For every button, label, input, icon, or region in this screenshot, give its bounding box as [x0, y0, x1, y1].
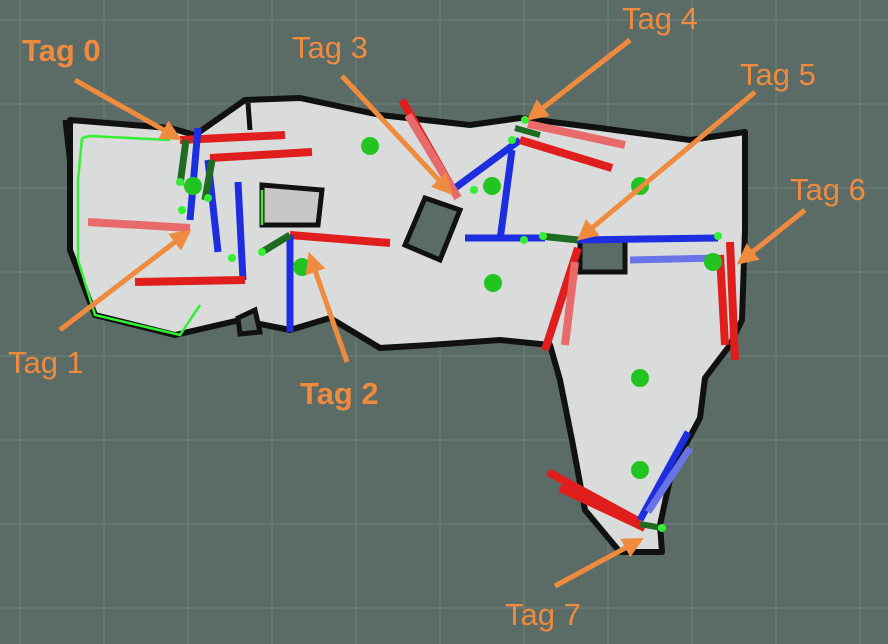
obstacle-top-notch [245, 102, 253, 131]
waypoint-node [361, 137, 379, 155]
frame-1-x-axis-2 [134, 276, 246, 286]
frame-4-x-axis [518, 136, 614, 172]
frame-6-x-axis [726, 241, 739, 361]
frame-7-y-axis-ghost [645, 446, 693, 514]
joint-dot [521, 116, 529, 124]
joint-dot [658, 524, 666, 532]
tag-1-arrow [58, 229, 192, 332]
tag-1-label: Tag 1 [8, 345, 84, 380]
annotation-arrows [58, 38, 807, 589]
frame-3-y-axis [452, 137, 523, 191]
tag-2-label: Tag 2 [300, 376, 379, 411]
frame-1-x-axis [87, 218, 191, 232]
waypoint-node [293, 258, 311, 276]
frame-4-y-axis [496, 149, 516, 241]
joint-dot [228, 254, 236, 262]
tag-2-arrow [305, 252, 350, 363]
joint-dot [539, 232, 547, 240]
waypoint-node [484, 274, 502, 292]
obstacle-lower-left-notch [235, 306, 264, 337]
frame-7-x-axis [546, 468, 642, 526]
tag-7-arrow [553, 537, 644, 589]
tag-7-label: Tag 7 [505, 597, 581, 632]
joint-dot [508, 136, 516, 144]
frame-6-x-axis-ghost [716, 254, 729, 346]
joint-dot [470, 186, 478, 194]
tag-0-label: Tag 0 [22, 33, 101, 68]
frame-0-x-axis-ghost [209, 148, 313, 162]
waypoint-node [631, 461, 649, 479]
obstacle-box [259, 182, 325, 228]
laser-outline [76, 134, 264, 337]
frame-2-z-axis [260, 232, 292, 255]
frame-5-y-axis [577, 234, 719, 244]
waypoint-node [184, 177, 202, 195]
frame-7-x-axis-2 [558, 484, 647, 532]
tag-4-arrow [526, 38, 632, 121]
obstacle-pillar [401, 194, 464, 264]
waypoint-node [704, 253, 722, 271]
joint-dot [714, 232, 722, 240]
frame-5-y-axis-ghost [629, 254, 719, 264]
frame-1-z-axis [201, 159, 216, 201]
tag-6-arrow [736, 208, 807, 265]
tag-6-label: Tag 6 [790, 172, 866, 207]
frame-4-z-axis [514, 125, 541, 138]
obstacle-left-top [62, 119, 73, 166]
joint-dot [204, 194, 212, 202]
free-space [62, 95, 748, 555]
annotation-labels: Tag 0 Tag 1 Tag 2 Tag 3 Tag 4 Tag 5 Tag … [8, 1, 866, 632]
joint-dot [178, 206, 186, 214]
frame-1-y-axis-2 [234, 181, 247, 281]
frame-2-x-axis [289, 231, 391, 247]
tag-5-arrow [576, 90, 757, 241]
tag-4-label: Tag 4 [622, 1, 698, 36]
frame-0-z-axis [176, 139, 190, 186]
frame-5-x-axis-ghost [561, 261, 579, 346]
tag-5-label: Tag 5 [740, 57, 816, 92]
obstacle-gap [577, 237, 628, 275]
waypoint-node [631, 369, 649, 387]
tag-3-arrow [340, 74, 453, 196]
free-space-main [67, 95, 748, 555]
frame-0-y-axis [186, 127, 202, 221]
frame-7-y-axis [636, 430, 692, 522]
joint-dot [176, 178, 184, 186]
waypoint-node [483, 177, 501, 195]
frame-4-x-axis-ghost [527, 120, 626, 149]
tag-0-arrow [73, 77, 182, 141]
tag-3-label: Tag 3 [292, 30, 368, 65]
joint-dot [258, 248, 266, 256]
joint-dot [520, 236, 528, 244]
